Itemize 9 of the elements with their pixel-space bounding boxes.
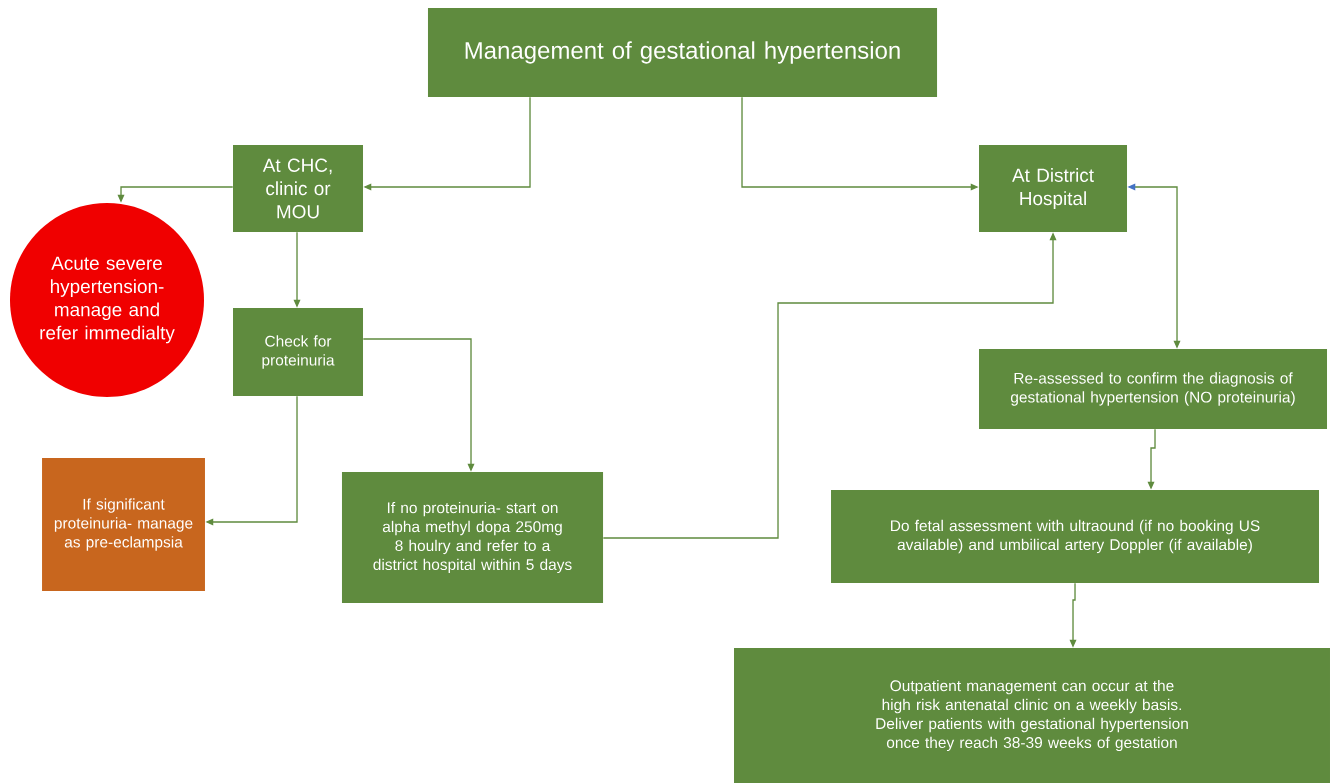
process-box: At CHC, clinic or MOU xyxy=(233,145,363,232)
process-box: Do fetal assessment with ultraound (if no booking US available) and umbilical artery Doppler (if available) xyxy=(831,489,1319,584)
process-box: Re-assessed to confirm the diagnosis of gestational hypertension (NO proteinuria) xyxy=(979,349,1327,429)
process-box: If significant proteinuria- manage as pre-eclampsia xyxy=(42,457,205,592)
process-box: Management of gestational hypertension xyxy=(428,7,938,98)
process-box: At District Hospital xyxy=(979,145,1127,232)
process-box: If no proteinuria- start on alpha methyl dopa 250mg 8 houlry and refer to a district hospital within 5 days xyxy=(341,472,604,603)
process-box: Check for proteinuria xyxy=(233,308,363,396)
process-box: Outpatient management can occur at the high risk antenatal clinic on a weekly basis. Deliver patients with gestational hypertension once they reach 38-39 weeks of gestation xyxy=(734,648,1330,783)
